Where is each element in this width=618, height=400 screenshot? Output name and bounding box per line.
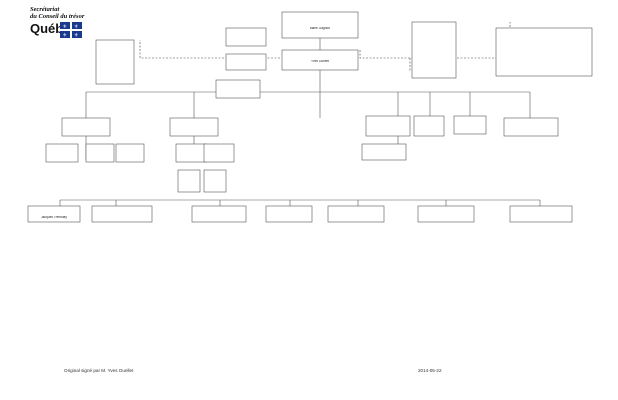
- org-box-level2: [453, 115, 487, 135]
- org-box-level4: [417, 205, 475, 223]
- org-box-small: [225, 27, 267, 47]
- logo-line-2: du Conseil du trésor: [30, 13, 85, 20]
- top-box-name: Marie Gagnon: [309, 27, 331, 30]
- svg-text:⚜: ⚜: [63, 24, 67, 30]
- org-box-level4: [27, 205, 81, 223]
- deputy-box-name: Yves Ouellet: [311, 60, 329, 63]
- org-box-level2: [169, 117, 219, 137]
- chart-date: 2014-05-22: [418, 368, 442, 373]
- signature-line: Original signé par M. Yves Ouellet: [64, 368, 134, 373]
- org-box-level4: [91, 205, 153, 223]
- org-box-level2: [365, 115, 411, 137]
- logo-line-1: Secrétariat: [30, 6, 60, 13]
- org-box-right-group: [495, 27, 593, 77]
- org-box-level3: [85, 143, 115, 163]
- org-box-level3: [203, 143, 235, 163]
- svg-text:⚜: ⚜: [74, 24, 78, 30]
- org-box-level3: [115, 143, 145, 163]
- org-box-level4: [191, 205, 247, 223]
- org-box-level2: [413, 115, 445, 137]
- org-box-level4: [509, 205, 573, 223]
- org-box-small: [225, 53, 267, 71]
- org-box-level4: [265, 205, 313, 223]
- org-box-deputy: [281, 49, 359, 71]
- quebec-flag-icon: ⚜ ⚜ ⚜ ⚜: [60, 22, 82, 38]
- org-box-level4: [327, 205, 385, 223]
- lower-left-box-name: Jacques Tremblay: [41, 216, 67, 219]
- org-box-level3: [175, 143, 207, 163]
- svg-text:⚜: ⚜: [63, 33, 67, 39]
- org-box-left-dashed: [95, 39, 135, 85]
- org-box-level2: [61, 117, 111, 137]
- org-box-level3: [361, 143, 407, 161]
- org-box-level3: [177, 169, 201, 193]
- org-box-level3: [203, 169, 227, 193]
- org-box-top: [281, 11, 359, 39]
- org-box-level2: [503, 117, 559, 137]
- svg-text:⚜: ⚜: [74, 33, 78, 39]
- org-box-dashed-right: [411, 21, 457, 79]
- org-box-small: [215, 79, 261, 99]
- org-box-level3: [45, 143, 79, 163]
